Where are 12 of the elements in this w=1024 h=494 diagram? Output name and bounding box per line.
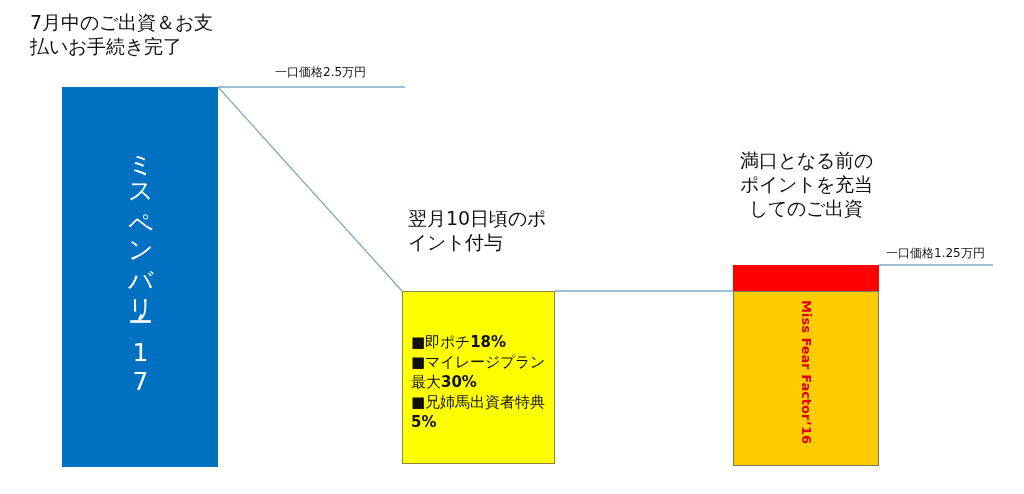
horse-name: Miss Fear Factor’16 [798, 300, 815, 444]
bullet-item: ■即ポチ18% [411, 332, 508, 352]
price-label: 一口価格1.25万円 [886, 245, 985, 262]
connector-line [554, 290, 734, 292]
heading: 満口となる前のポイントを充当してのご出資 [738, 148, 874, 220]
heading: 7月中のご出資＆お支払いお手続き完了 [30, 10, 215, 58]
heading: 翌月10日頃のポイント付与 [408, 206, 548, 254]
connector-line [217, 86, 403, 292]
price-label: 一口価格2.5万円 [275, 64, 367, 81]
horse-name: ミスペンバリー‘17 [125, 138, 155, 396]
bullet-item: ■マイレージプラン最大30% [411, 352, 547, 392]
bullet-item: ■兄姉馬出資者特典5% [411, 392, 547, 432]
